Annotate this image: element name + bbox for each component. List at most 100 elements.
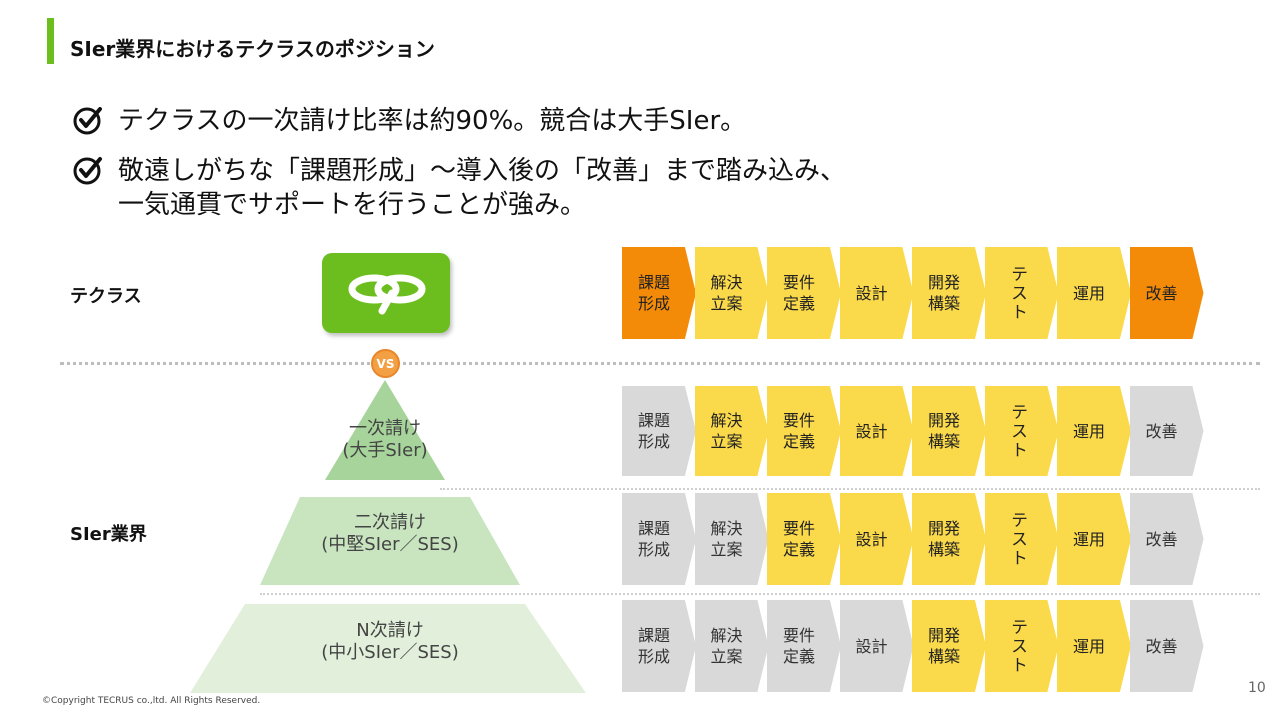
flow-tecrus-step-5: 開発構築 — [912, 247, 986, 339]
flow-step-label: 課題形成 — [638, 518, 680, 560]
flow-step-label: 課題形成 — [638, 410, 680, 452]
flow-step-label: 運用 — [1073, 421, 1115, 442]
flow-step-line-2: 構築 — [927, 647, 960, 666]
flow-step-label: 開発構築 — [928, 410, 970, 452]
flow-tier3-step-5: 開発構築 — [912, 600, 986, 692]
check-circle-icon — [73, 107, 102, 135]
row-label-tecrus: テクラス — [70, 286, 142, 307]
flow-tier1-step-8: 改善 — [1129, 386, 1204, 476]
tier-2-label: 二次請け (中堅SIer／SES) — [300, 512, 480, 556]
flow-tier2-step-5: 開発構築 — [912, 493, 986, 585]
flow-step-line-2: 立案 — [710, 432, 743, 451]
flow-step-line-2: 形成 — [637, 432, 670, 451]
flow-step-label: 解決立案 — [710, 410, 752, 452]
flow-step-label: 開発構築 — [928, 272, 970, 314]
title-accent-bar — [47, 18, 54, 64]
flow-tecrus-step-6: テスト — [984, 247, 1059, 339]
flow-step-label: テスト — [1007, 617, 1027, 675]
flow-tier2-step-3: 要件定義 — [767, 493, 841, 585]
tier-divider-1 — [440, 488, 1260, 490]
flow-tecrus-step-3: 要件定義 — [767, 247, 841, 339]
flow-tier2-step-8: 改善 — [1129, 493, 1204, 585]
bullet-1: テクラスの一次請け比率は約90%。競合は大手SIer。 — [72, 104, 746, 138]
flow-step-line-1: 要件 — [782, 519, 815, 538]
flow-step-label: 設計 — [855, 529, 897, 550]
flow-tier3-step-1: 課題形成 — [622, 600, 696, 692]
flow-step-line-1: 運用 — [1072, 283, 1105, 303]
flow-tier1-step-5: 開発構築 — [912, 386, 986, 476]
bullet-2-line-1: 敬遠しがちな「課題形成」〜導入後の「改善」まで踏み込み、 — [118, 156, 847, 186]
flow-tecrus-step-7: 運用 — [1057, 247, 1131, 339]
flow-step-line-1: 開発 — [927, 626, 960, 645]
flow-step-label: 要件定義 — [783, 518, 825, 560]
flow-step-line-1: 設計 — [855, 421, 888, 441]
flow-tier1-step-6: テスト — [984, 386, 1059, 476]
flow-step-line-1: 改善 — [1145, 283, 1178, 303]
flow-tecrus-step-8: 改善 — [1129, 247, 1204, 339]
flow-step-label: 解決立案 — [710, 518, 752, 560]
tecrus-logo — [322, 253, 450, 333]
flow-step-line-1: 改善 — [1145, 421, 1178, 441]
tier-2-line-1: 二次請け — [354, 512, 426, 533]
page-number: 10 — [1248, 680, 1266, 696]
flow-step-label: 運用 — [1073, 529, 1115, 550]
flow-tier1-step-1: 課題形成 — [622, 386, 696, 476]
flow-step-line-2: 構築 — [927, 540, 960, 559]
slide-title: SIer業界におけるテクラスのポジション — [70, 37, 435, 61]
flow-step-label: 改善 — [1145, 636, 1187, 657]
flow-step-line-1: 課題 — [637, 519, 670, 538]
flow-step-label: 設計 — [855, 421, 897, 442]
check-circle-icon — [73, 157, 102, 185]
flow-step-line-2: 定義 — [782, 432, 815, 451]
flow-step-line-2: 立案 — [710, 540, 743, 559]
flow-tier3-step-2: 解決立案 — [694, 600, 769, 692]
flow-step-label: 課題形成 — [638, 272, 680, 314]
flow-step-line-1: 運用 — [1072, 636, 1105, 656]
tier-3-line-1: N次請け — [356, 620, 424, 641]
flow-step-label: 開発構築 — [928, 625, 970, 667]
section-divider — [60, 362, 1260, 365]
flow-step-line-1: 運用 — [1072, 529, 1105, 549]
flow-step-line-1: 課題 — [637, 273, 670, 292]
flow-step-line-1: 解決 — [710, 519, 743, 538]
flow-step-line-1: 課題 — [637, 411, 670, 430]
flow-step-label: 改善 — [1145, 529, 1187, 550]
flow-step-label: 要件定義 — [783, 410, 825, 452]
flow-tecrus-step-2: 解決立案 — [694, 247, 769, 339]
flow-tier1-step-7: 運用 — [1057, 386, 1131, 476]
flow-step-line-1: 要件 — [782, 626, 815, 645]
bullet-1-line-1: テクラスの一次請け比率は約90%。競合は大手SIer。 — [118, 106, 747, 136]
flow-step-line-1: 設計 — [855, 283, 888, 303]
flow-step-line-2: 構築 — [927, 294, 960, 313]
flow-step-line-1: 開発 — [927, 519, 960, 538]
flow-tier2-step-2: 解決立案 — [694, 493, 769, 585]
tier-2-line-2: (中堅SIer／SES) — [321, 534, 459, 555]
flow-step-label: 要件定義 — [783, 272, 825, 314]
flow-tier1-step-4: 設計 — [839, 386, 914, 476]
flow-step-line-1: 解決 — [710, 411, 743, 430]
flow-step-line-2: 立案 — [710, 294, 743, 313]
flow-tier3-step-4: 設計 — [839, 600, 914, 692]
flow-step-line-1: 開発 — [927, 273, 960, 292]
flow-step-line-2: 定義 — [782, 540, 815, 559]
flow-step-line-1: 設計 — [855, 636, 888, 656]
flow-tier2-step-7: 運用 — [1057, 493, 1131, 585]
flow-step-line-2: 構築 — [927, 432, 960, 451]
flow-tier3-step-6: テスト — [984, 600, 1059, 692]
vs-badge: VS — [371, 349, 400, 378]
flow-step-line-1: 要件 — [782, 273, 815, 292]
industry-pyramid — [190, 380, 586, 693]
copyright-notice: ©Copyright TECRUS co.,ltd. All Rights Re… — [42, 696, 261, 706]
flow-step-line-2: 立案 — [710, 647, 743, 666]
flow-step-line-1: 要件 — [782, 411, 815, 430]
flow-step-line-2: 形成 — [637, 540, 670, 559]
flow-tier1-step-2: 解決立案 — [694, 386, 769, 476]
flow-tier3-step-7: 運用 — [1057, 600, 1131, 692]
flow-step-line-1: 解決 — [710, 273, 743, 292]
tier-3-line-2: (中小SIer／SES) — [321, 642, 459, 663]
flow-step-label: 課題形成 — [638, 625, 680, 667]
tier-3-label: N次請け (中小SIer／SES) — [300, 620, 480, 664]
flow-step-label: 運用 — [1073, 283, 1115, 304]
pyramid-tier-2-shape — [260, 497, 520, 585]
flow-step-line-2: 定義 — [782, 294, 815, 313]
